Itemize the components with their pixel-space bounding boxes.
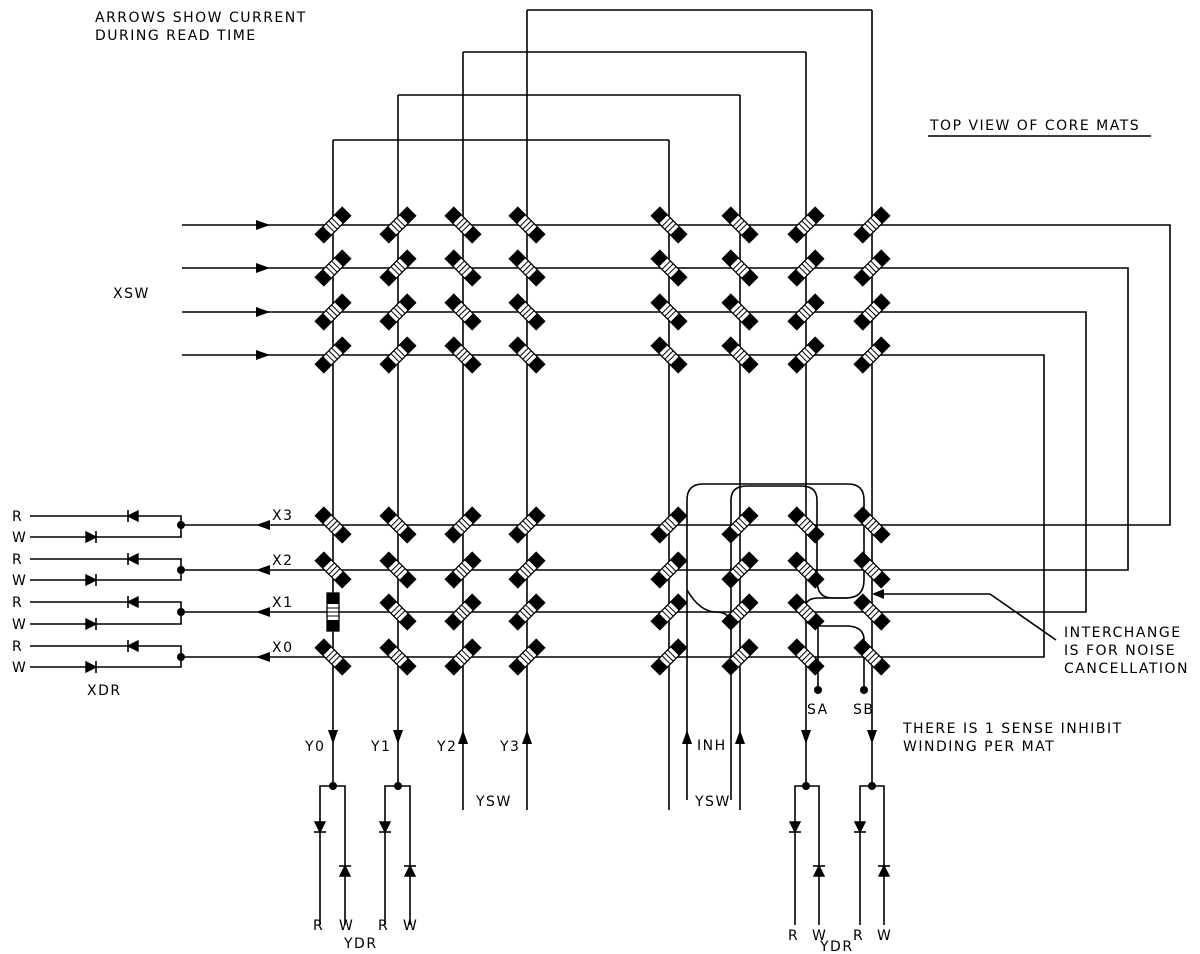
note-interchange-line2: IS FOR NOISE bbox=[1064, 643, 1176, 659]
label-y2: Y2 bbox=[436, 739, 457, 755]
note-sense-line2: WINDING PER MAT bbox=[903, 739, 1055, 755]
label-sb: SB bbox=[853, 702, 875, 718]
ydr-right-w-0: W bbox=[812, 928, 827, 944]
label-sa: SA bbox=[807, 702, 829, 718]
header-arrows-line1: ARROWS SHOW CURRENT bbox=[95, 10, 307, 26]
xdr-w-2: W bbox=[12, 573, 27, 589]
xdr-r-2: R bbox=[12, 552, 23, 568]
ydr-left-r-0: R bbox=[313, 918, 324, 934]
note-interchange-line3: CANCELLATION bbox=[1064, 661, 1189, 677]
y-wires bbox=[332, 9, 873, 810]
ydr-left-w-1: W bbox=[403, 918, 418, 934]
xdr-drivers bbox=[30, 509, 185, 674]
ydr-right-w-1: W bbox=[877, 928, 892, 944]
label-x2: X2 bbox=[272, 553, 294, 569]
xdr-r-0: R bbox=[12, 639, 23, 655]
x-arrows-bottom bbox=[256, 520, 270, 662]
label-y3: Y3 bbox=[499, 739, 520, 755]
header-top-view: TOP VIEW OF CORE MATS bbox=[929, 118, 1140, 134]
y-arrows bbox=[328, 730, 877, 744]
label-x3: X3 bbox=[272, 508, 294, 524]
label-xdr: XDR bbox=[87, 683, 122, 699]
core-mat-top-left bbox=[314, 206, 546, 374]
ydr-right-r-1: R bbox=[853, 928, 864, 944]
core-mat-bottom-left bbox=[314, 506, 546, 676]
x-wires bbox=[182, 224, 1171, 658]
core-mat-top-right bbox=[650, 206, 891, 374]
label-ydr-right: YDR bbox=[819, 939, 854, 954]
label-x0: X0 bbox=[272, 640, 294, 656]
sense-inhibit-winding bbox=[686, 483, 865, 800]
note-interchange-line1: INTERCHANGE bbox=[1064, 625, 1182, 641]
ydr-drivers bbox=[313, 780, 891, 925]
label-xsw: XSW bbox=[113, 286, 150, 302]
label-y0: Y0 bbox=[304, 739, 325, 755]
xdr-r-3: R bbox=[12, 509, 23, 525]
label-ysw-right: YSW bbox=[694, 794, 731, 810]
ydr-left-w-0: W bbox=[339, 918, 354, 934]
label-y1: Y1 bbox=[370, 739, 391, 755]
x-arrows-top bbox=[256, 220, 270, 360]
interchange-callout bbox=[872, 589, 1057, 641]
sense-terminals bbox=[814, 686, 868, 694]
xdr-w-1: W bbox=[12, 617, 27, 633]
label-ydr-left: YDR bbox=[343, 936, 378, 952]
ydr-left-r-1: R bbox=[378, 918, 389, 934]
note-sense-line1: THERE IS 1 SENSE INHIBIT bbox=[902, 721, 1123, 737]
xdr-r-1: R bbox=[12, 595, 23, 611]
label-x1: X1 bbox=[272, 595, 294, 611]
label-ysw-left: YSW bbox=[475, 794, 512, 810]
label-inh: INH bbox=[697, 738, 727, 754]
header-arrows-line2: DURING READ TIME bbox=[95, 28, 257, 44]
ydr-right-r-0: R bbox=[788, 928, 799, 944]
xdr-w-3: W bbox=[12, 530, 27, 546]
xdr-w-0: W bbox=[12, 660, 27, 676]
